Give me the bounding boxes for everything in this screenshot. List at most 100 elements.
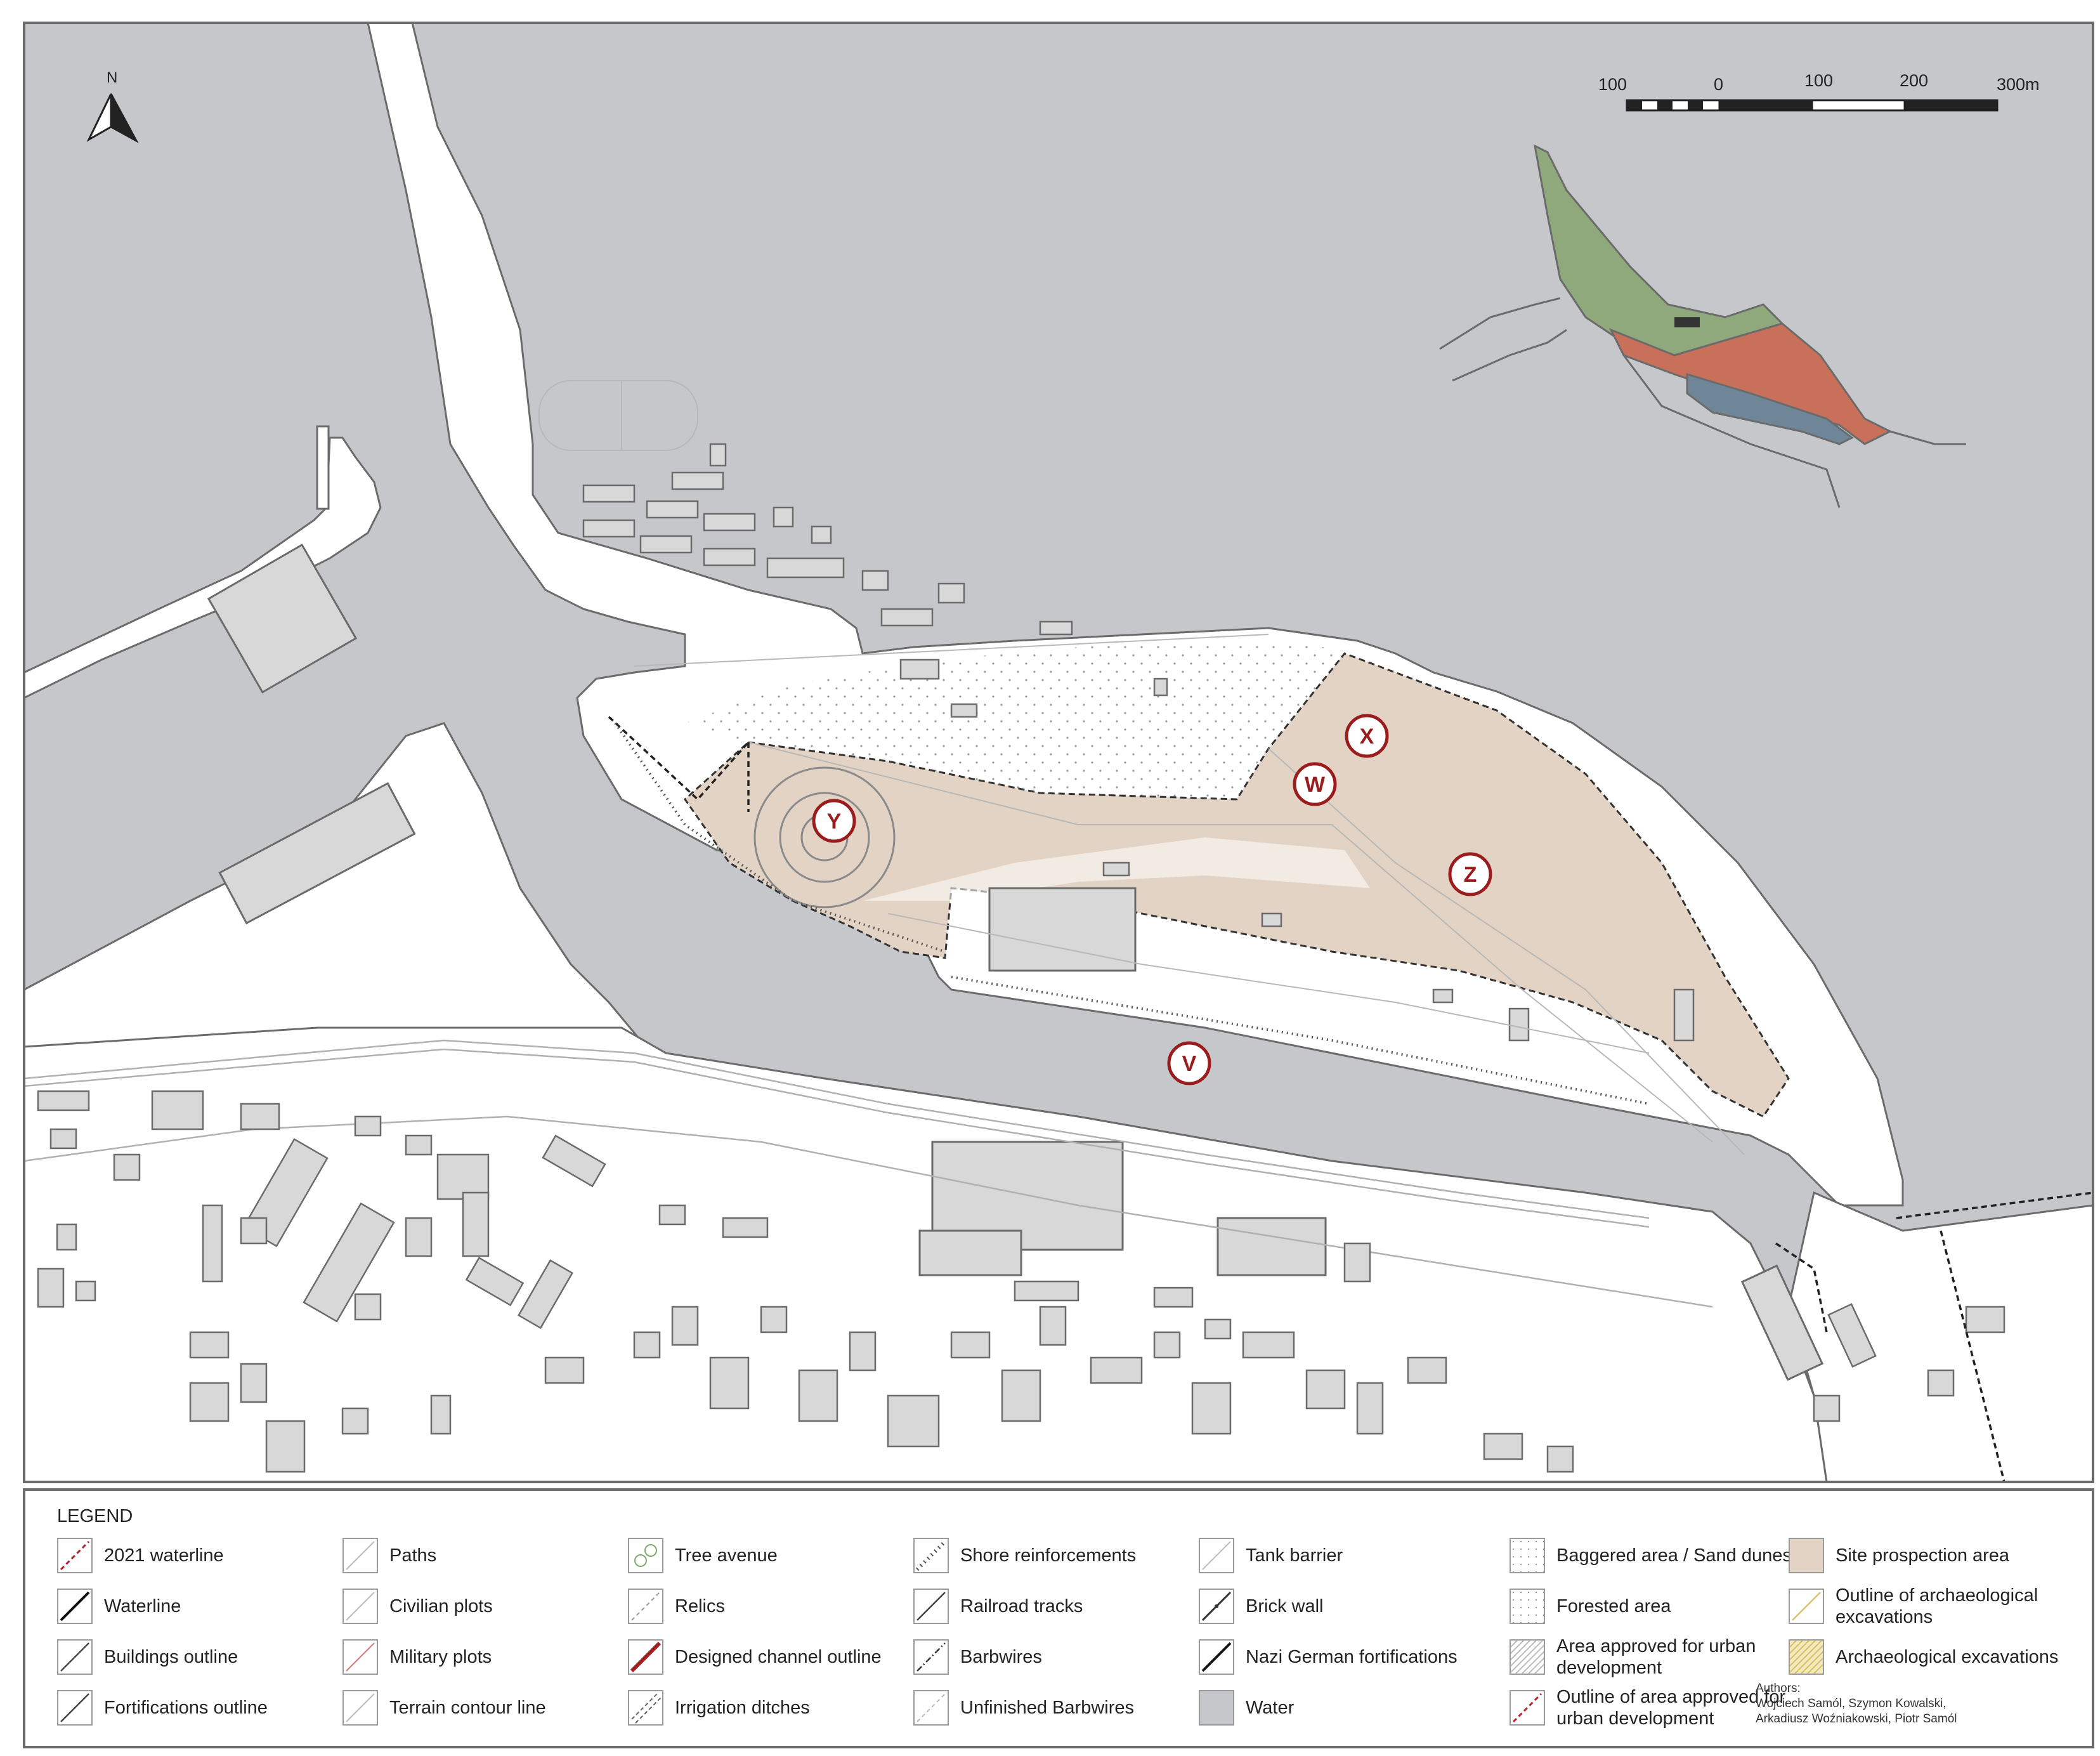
site-marker-w[interactable]: W	[1293, 762, 1337, 806]
red-line-icon	[342, 1639, 378, 1675]
legend-item-label: Nazi German fortifications	[1246, 1647, 1458, 1667]
site-marker-label: X	[1360, 724, 1374, 749]
legend-item-label: Railroad tracks	[960, 1596, 1083, 1616]
legend-item: Outline of archaeological excavations	[1789, 1585, 2074, 1627]
legend-item: Unfinished Barbwires	[913, 1687, 1134, 1728]
legend-item: Tank barrier	[1199, 1535, 1343, 1576]
legend-item-label: Waterline	[104, 1596, 181, 1616]
legend-item: Site prospection area	[1789, 1535, 2009, 1576]
legend-item: Railroad tracks	[913, 1586, 1083, 1627]
site-marker-y[interactable]: Y	[812, 799, 856, 843]
black-line-icon	[1199, 1639, 1234, 1675]
site-marker-label: W	[1305, 773, 1326, 797]
legend-item-label: Outline of area approved for urban devel…	[1556, 1687, 1786, 1729]
plot-outlines	[538, 380, 1745, 1155]
authors-line-1: Wojciech Samól, Szymon Kowalski,	[1756, 1697, 1947, 1710]
legend-item: Waterline	[57, 1586, 181, 1627]
legend-item: Irrigation ditches	[628, 1687, 810, 1728]
legend-item: Nazi German fortifications	[1199, 1637, 1458, 1677]
site-marker-z[interactable]: Z	[1448, 852, 1492, 896]
legend-item: Shore reinforcements	[913, 1535, 1136, 1576]
dashed-red-line-icon	[1510, 1690, 1545, 1726]
legend-item-label: Tree avenue	[675, 1545, 778, 1566]
shore-reinforcements	[614, 722, 1650, 1105]
light-line-icon	[342, 1538, 378, 1573]
dotted-fill-icon	[1510, 1589, 1545, 1624]
legend-item: 2021 waterline	[57, 1535, 224, 1576]
site-marker-label: Z	[1464, 863, 1477, 887]
north-arrow-icon	[86, 93, 139, 143]
legend-item: Baggered area / Sand dunes	[1510, 1535, 1792, 1576]
legend-item-label: Baggered area / Sand dunes	[1556, 1545, 1792, 1566]
scale-label-100-left: 100	[1598, 75, 1627, 94]
legend-item: Buildings outline	[57, 1637, 238, 1677]
light-line-icon	[1199, 1538, 1234, 1573]
black-line-icon	[57, 1589, 93, 1624]
dark-line-icon	[57, 1639, 93, 1675]
legend-item-label: Buildings outline	[104, 1647, 238, 1667]
inset-red-area	[1608, 322, 1893, 445]
legend-item: Designed channel outline	[628, 1637, 882, 1677]
legend-item-label: Area approved for urban development	[1556, 1636, 1756, 1678]
legend-item-label: Civilian plots	[389, 1596, 493, 1616]
legend-item-label: Terrain contour line	[389, 1698, 546, 1718]
pier-building	[207, 543, 358, 694]
scale-label-300m: 300m	[1997, 75, 2040, 94]
legend-item-label: Tank barrier	[1246, 1545, 1343, 1566]
dotted-fill-icon	[1510, 1538, 1545, 1573]
legend-item: Water	[1199, 1687, 1294, 1728]
brick-wall-line-icon	[1199, 1589, 1234, 1624]
legend-grid: 2021 waterline Waterline Buildings outli…	[57, 1535, 2074, 1738]
east-land	[1787, 1191, 2093, 1482]
legend-item-label: Unfinished Barbwires	[960, 1698, 1135, 1718]
dash-dot-line-icon	[913, 1639, 949, 1675]
map-frame	[23, 22, 2094, 1483]
authors-credit: Authors: Wojciech Samól, Szymon Kowalski…	[1756, 1681, 1957, 1727]
legend-item: Outline of area approved for urban devel…	[1510, 1687, 1810, 1729]
dashed-red-line-icon	[57, 1538, 93, 1573]
site-marker-label: Y	[827, 809, 842, 834]
light-dashed-line-icon	[913, 1690, 949, 1726]
inset-blue-area	[1686, 372, 1854, 445]
dark-line-icon	[913, 1589, 949, 1624]
dotted-heavy-line-icon	[913, 1538, 949, 1573]
scale-bar	[1626, 99, 1999, 112]
legend-item-label: Relics	[675, 1596, 725, 1616]
inset-green-area	[1533, 144, 1784, 357]
map-area	[24, 23, 2093, 1482]
legend-item: Area approved for urban development	[1510, 1636, 1810, 1678]
scale-label-0: 0	[1714, 75, 1723, 94]
legend-item: Archaeological excavations	[1789, 1637, 2058, 1677]
authors-line-2: Arkadiusz Woźniakowski, Piotr Samól	[1756, 1712, 1957, 1726]
legend-item: Military plots	[342, 1637, 492, 1677]
scale-label-100: 100	[1804, 71, 1833, 90]
harbor-buildings	[582, 443, 1695, 1042]
legend-item-label: Forested area	[1556, 1596, 1671, 1616]
hatched-fill-icon	[1510, 1639, 1545, 1675]
legend-item: Paths	[342, 1535, 436, 1576]
site-marker-v[interactable]: V	[1167, 1041, 1211, 1085]
legend-item-label: Brick wall	[1246, 1596, 1324, 1616]
site-marker-label: V	[1182, 1052, 1197, 1076]
east-building	[1740, 1264, 1824, 1381]
legend-item: Relics	[628, 1586, 725, 1627]
yellow-hatched-fill-icon	[1789, 1639, 1824, 1675]
light-line-icon	[342, 1690, 378, 1726]
legend-item-label: Military plots	[389, 1647, 492, 1667]
legend-item-label: Fortifications outline	[104, 1698, 268, 1718]
dashed-line-icon	[628, 1589, 663, 1624]
fort-y-inner-ring	[779, 792, 870, 883]
legend-item: Terrain contour line	[342, 1687, 546, 1728]
legend-item-label: Archaeological excavations	[1836, 1647, 2059, 1667]
site-marker-x[interactable]: X	[1345, 714, 1389, 758]
legend-item: Tree avenue	[628, 1535, 778, 1576]
west-pier-breakwater	[316, 425, 330, 510]
green-circles-icon	[628, 1538, 663, 1573]
legend-item: Fortifications outline	[57, 1687, 268, 1728]
legend-item: Barbwires	[913, 1637, 1042, 1677]
grey-fill-icon	[1199, 1690, 1234, 1726]
legend-title: LEGEND	[57, 1506, 133, 1526]
legend-item: Brick wall	[1199, 1586, 1323, 1627]
legend-item-label: Paths	[389, 1545, 437, 1566]
